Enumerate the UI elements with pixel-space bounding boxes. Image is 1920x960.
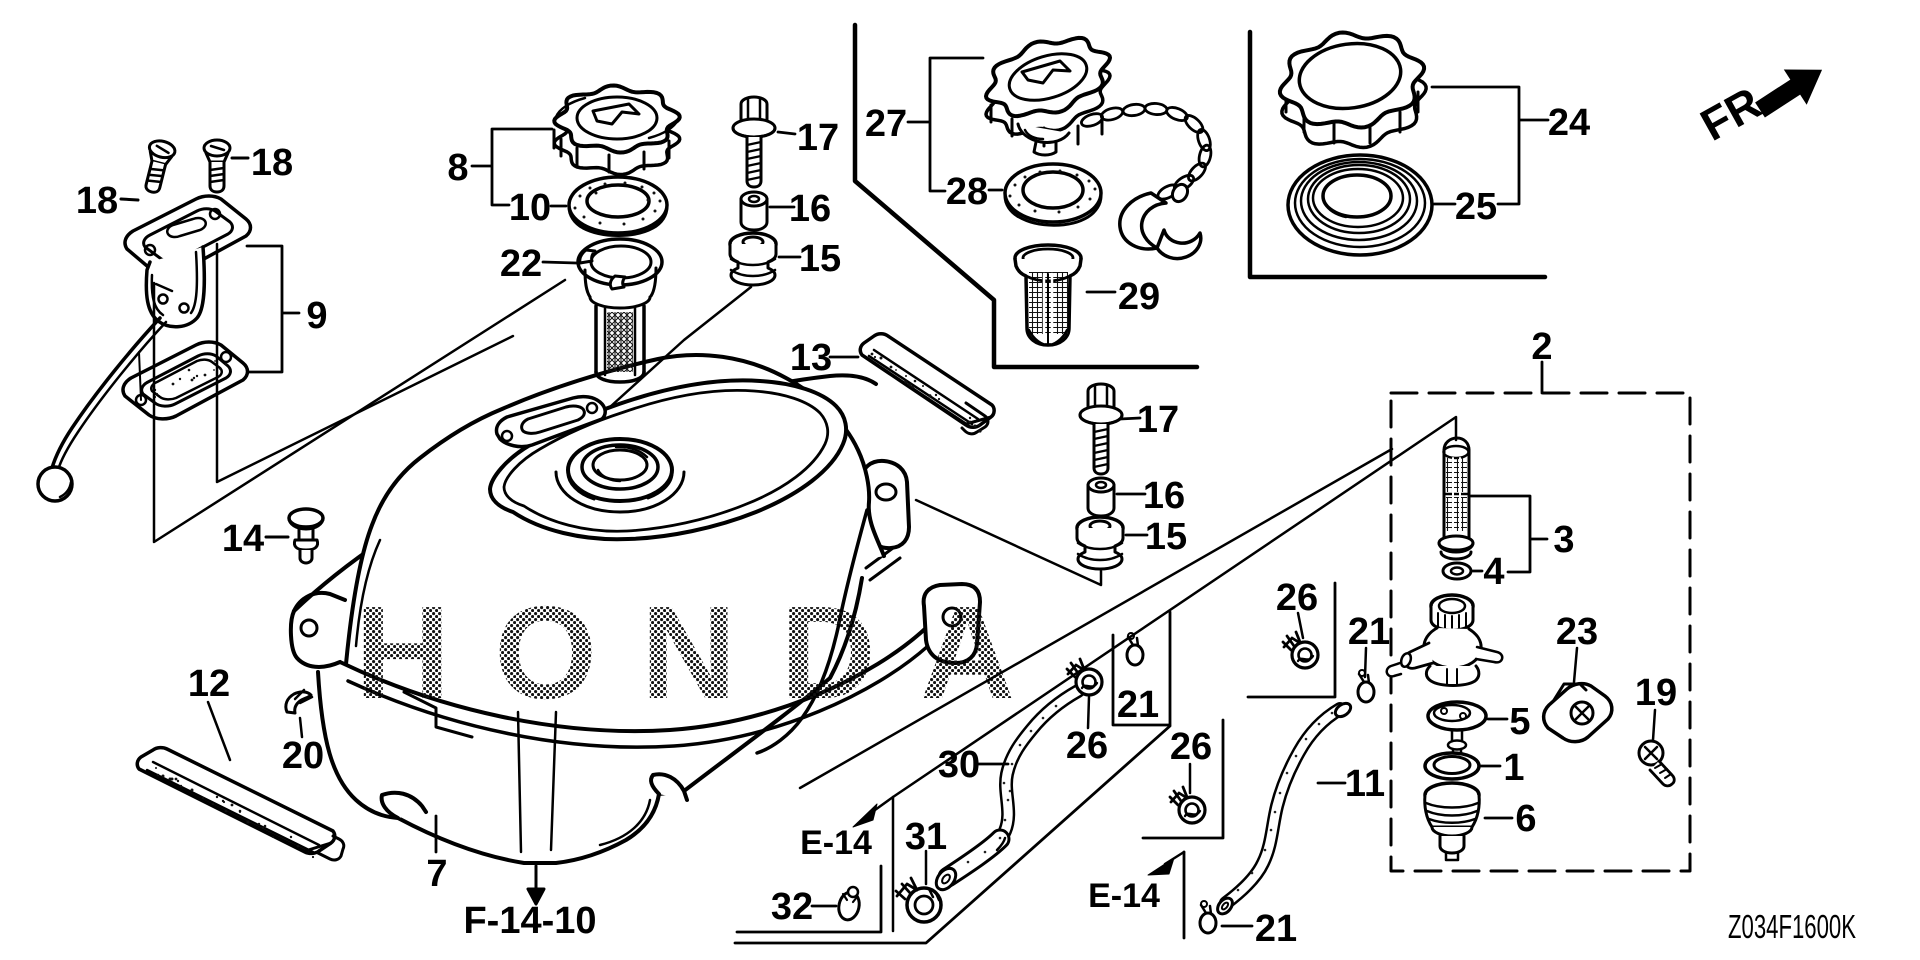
svg-text:8: 8 bbox=[447, 147, 468, 189]
svg-text:12: 12 bbox=[188, 663, 230, 705]
svg-text:16: 16 bbox=[1143, 475, 1185, 517]
svg-text:9: 9 bbox=[306, 295, 327, 337]
svg-text:27: 27 bbox=[865, 103, 907, 145]
svg-text:31: 31 bbox=[905, 816, 947, 858]
svg-text:25: 25 bbox=[1455, 186, 1497, 228]
svg-text:21: 21 bbox=[1348, 611, 1390, 653]
svg-text:E-14: E-14 bbox=[1088, 877, 1160, 915]
svg-text:16: 16 bbox=[789, 188, 831, 230]
svg-text:30: 30 bbox=[938, 744, 980, 786]
svg-text:21: 21 bbox=[1255, 908, 1297, 950]
svg-text:21: 21 bbox=[1117, 684, 1159, 726]
svg-text:14: 14 bbox=[222, 518, 264, 560]
svg-text:2: 2 bbox=[1531, 326, 1552, 368]
svg-text:26: 26 bbox=[1170, 726, 1212, 768]
svg-text:32: 32 bbox=[771, 886, 813, 928]
svg-text:24: 24 bbox=[1548, 102, 1590, 144]
svg-text:17: 17 bbox=[797, 117, 839, 159]
svg-text:17: 17 bbox=[1137, 399, 1179, 441]
svg-text:15: 15 bbox=[799, 238, 841, 280]
svg-text:HONDA: HONDA bbox=[355, 579, 1059, 726]
svg-text:26: 26 bbox=[1066, 725, 1108, 767]
svg-text:15: 15 bbox=[1145, 516, 1187, 558]
svg-text:3: 3 bbox=[1553, 519, 1574, 561]
svg-text:11: 11 bbox=[1345, 763, 1385, 805]
svg-text:20: 20 bbox=[282, 735, 324, 777]
svg-text:29: 29 bbox=[1118, 276, 1160, 318]
svg-text:F-14-10: F-14-10 bbox=[463, 900, 596, 942]
svg-text:28: 28 bbox=[946, 171, 988, 213]
svg-text:6: 6 bbox=[1515, 798, 1536, 840]
svg-text:E-14: E-14 bbox=[800, 824, 872, 862]
svg-text:4: 4 bbox=[1483, 551, 1504, 593]
svg-text:18: 18 bbox=[76, 180, 118, 222]
svg-text:22: 22 bbox=[500, 243, 542, 285]
svg-text:1: 1 bbox=[1503, 747, 1524, 789]
svg-text:18: 18 bbox=[251, 142, 293, 184]
svg-text:19: 19 bbox=[1635, 672, 1677, 714]
svg-text:Z034F1600K: Z034F1600K bbox=[1728, 908, 1856, 945]
svg-text:10: 10 bbox=[509, 187, 551, 229]
svg-text:26: 26 bbox=[1276, 577, 1318, 619]
svg-text:5: 5 bbox=[1509, 701, 1530, 743]
svg-text:23: 23 bbox=[1556, 611, 1598, 653]
svg-text:7: 7 bbox=[426, 853, 447, 895]
svg-text:13: 13 bbox=[790, 337, 832, 379]
